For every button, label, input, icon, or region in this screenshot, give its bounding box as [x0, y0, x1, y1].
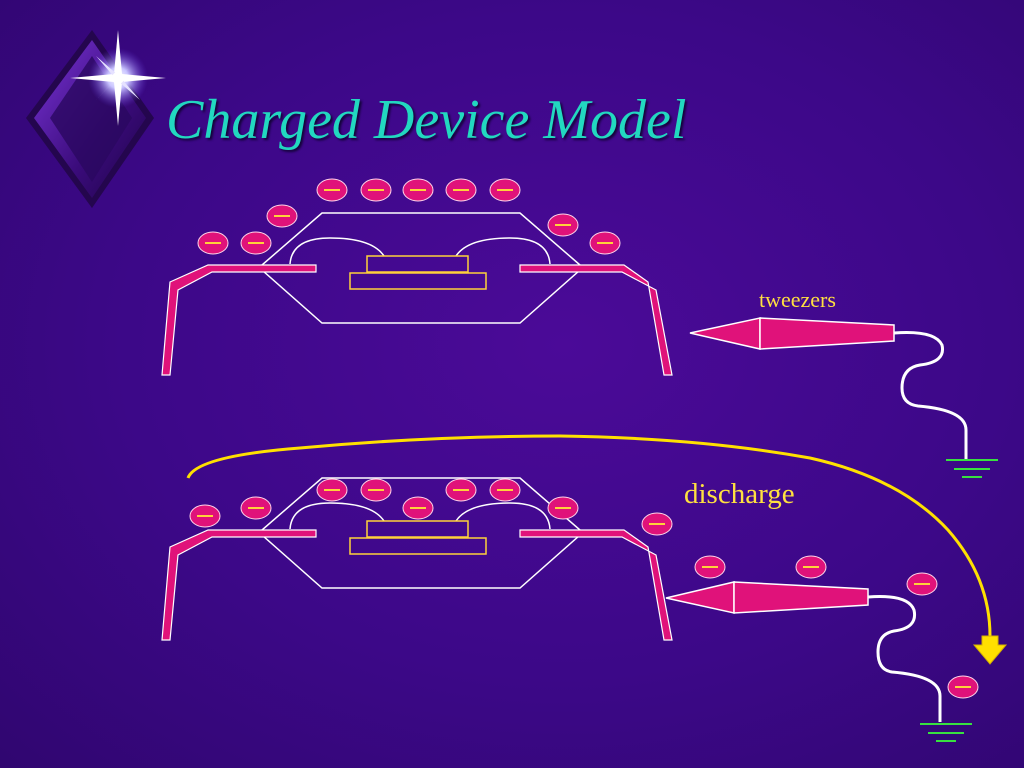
slide-title: Charged Device Model	[166, 89, 687, 151]
charge	[589, 231, 621, 255]
charge	[489, 178, 521, 202]
tweezers-bottom	[665, 581, 942, 722]
discharge-arc	[186, 434, 992, 637]
charge	[197, 231, 229, 255]
charge	[189, 504, 221, 528]
charge	[445, 178, 477, 202]
lead-right	[519, 264, 673, 376]
bond-wire	[289, 237, 385, 265]
charges-bottom	[189, 478, 979, 699]
bond-wire	[455, 502, 551, 530]
charge	[547, 496, 579, 520]
charge	[316, 178, 348, 202]
down-arrow-icon	[972, 635, 1008, 665]
ground-symbol-icon	[920, 723, 972, 742]
die	[366, 255, 469, 273]
charges-top	[197, 178, 621, 255]
bond-wire	[289, 502, 385, 530]
charge	[641, 512, 673, 536]
charge	[266, 204, 298, 228]
die	[366, 520, 469, 538]
bond-wire	[455, 237, 551, 265]
tweezers-top	[689, 317, 968, 460]
charged-device-bottom	[161, 477, 673, 641]
charged-device-top	[161, 212, 673, 376]
charge	[547, 213, 579, 237]
charge	[402, 178, 434, 202]
charge	[360, 178, 392, 202]
ground-symbol-icon	[946, 459, 998, 478]
charge	[240, 231, 272, 255]
charge	[795, 555, 827, 579]
charge	[316, 478, 348, 502]
tweezers-label: tweezers	[759, 287, 836, 312]
charge	[240, 496, 272, 520]
charge	[906, 572, 938, 596]
lead-right	[519, 529, 673, 641]
charge	[445, 478, 477, 502]
charge	[489, 478, 521, 502]
ground-wire	[867, 595, 942, 722]
lead-left	[161, 264, 317, 376]
die-paddle	[349, 272, 487, 290]
star-diamond-logo-icon	[26, 30, 166, 208]
charge	[402, 496, 434, 520]
discharge-label: discharge	[684, 478, 795, 510]
charge	[360, 478, 392, 502]
charge	[694, 555, 726, 579]
lead-left	[161, 529, 317, 641]
charge	[947, 675, 979, 699]
die-paddle	[349, 537, 487, 555]
ground-wire	[893, 331, 968, 460]
